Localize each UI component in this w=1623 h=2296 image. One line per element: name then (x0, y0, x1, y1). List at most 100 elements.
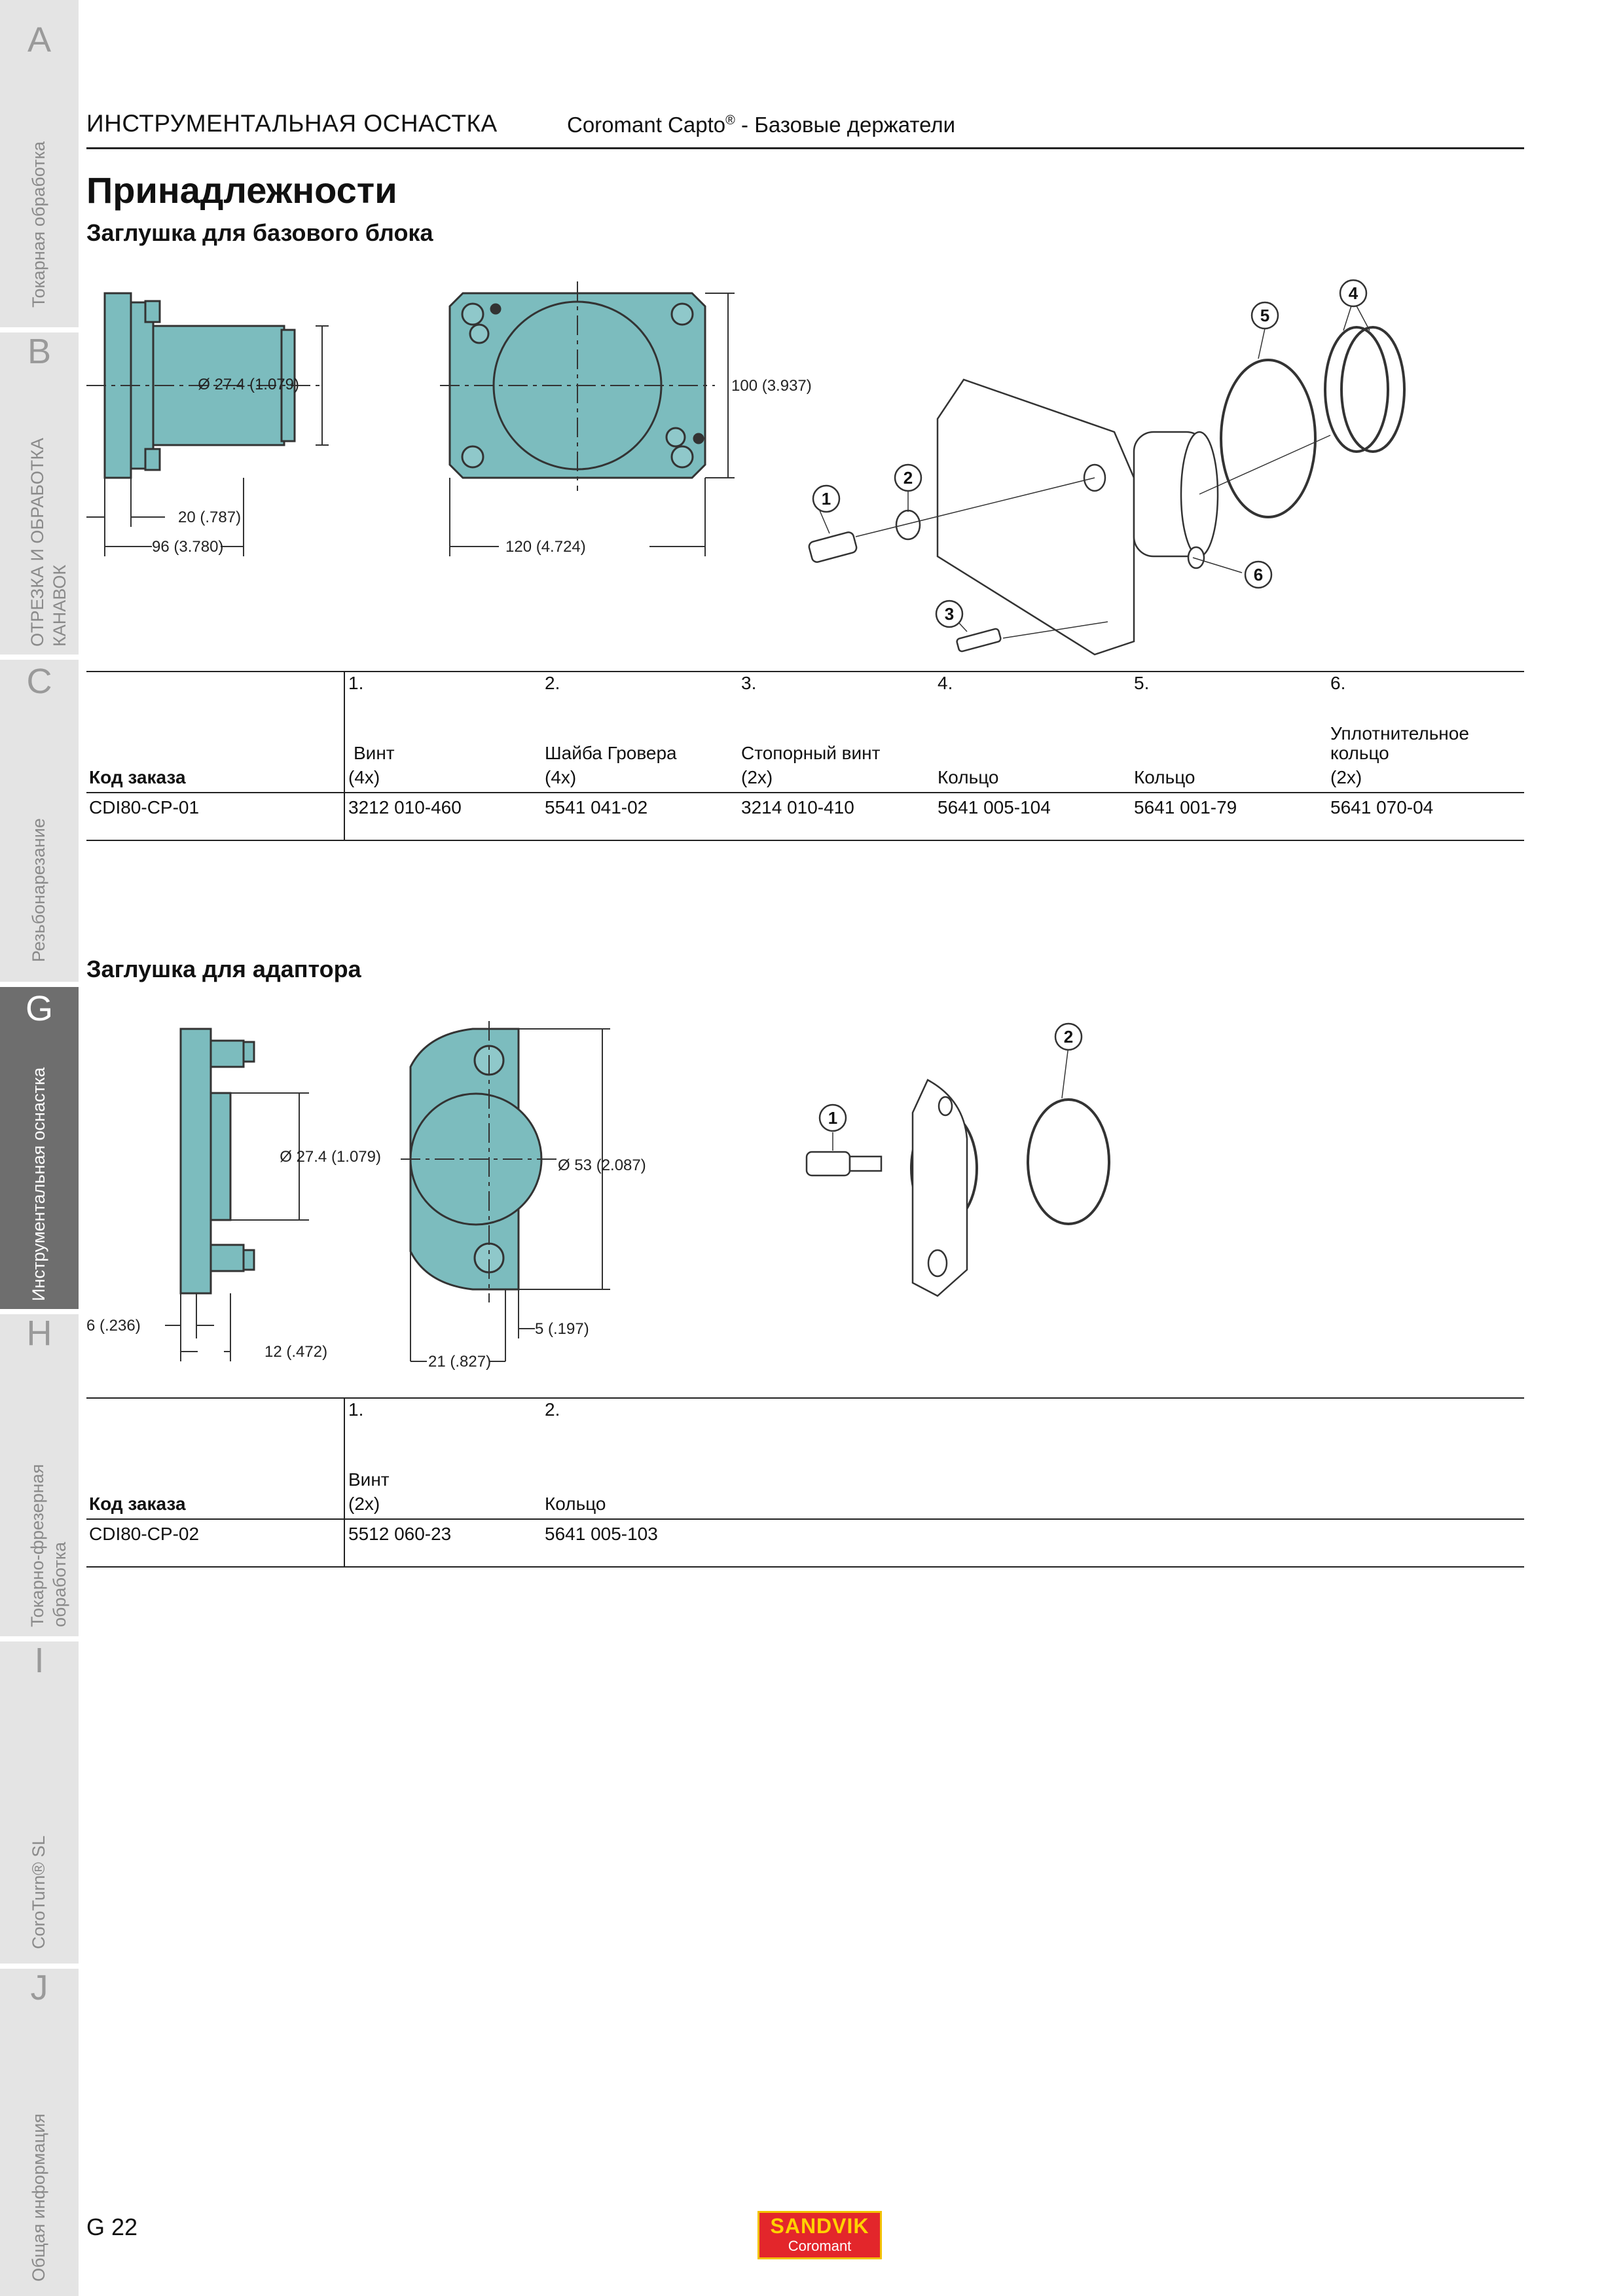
col-qty-5: Кольцо (1134, 767, 1195, 787)
tab-label: Инструментальная оснастка (29, 1067, 48, 1301)
col-name-6-line2: кольцо (1330, 743, 1389, 763)
header-section-name: ИНСТРУМЕНТАЛЬНАЯ ОСНАСТКА (86, 110, 498, 137)
tab-separator (0, 1964, 79, 1969)
table-bottom-rule (86, 840, 1524, 841)
tab-separator (0, 1636, 79, 1641)
row-value-5: 5641 001-79 (1134, 797, 1237, 817)
dim-width-120: 120 (4.724) (505, 538, 586, 556)
row-order-code[interactable]: CDI80-CP-02 (89, 1524, 200, 1544)
dim-length-96: 96 (3.780) (152, 538, 223, 556)
adapter-plug-drawing: Ø 27.4 (1.079) 6 (.236) 12 (.472) Ø 53 (… (86, 1021, 1110, 1371)
row-value-2: 5641 005-103 (545, 1524, 658, 1544)
table-bottom-rule (86, 1566, 1524, 1568)
col-num-5: 5. (1134, 673, 1150, 693)
page-number: G 22 (86, 2214, 138, 2240)
table-top-rule (86, 671, 1524, 672)
adapter-plug-exploded-view (805, 1079, 1110, 1297)
callouts-adapter-plug: 1 2 (818, 1022, 1083, 1132)
callout-6: 6 (1254, 565, 1263, 584)
header-subtitle: - Базовые держатели (735, 113, 956, 137)
header-rule (86, 147, 1524, 149)
tab-letter: J (30, 1968, 48, 2007)
callout-1: 1 (828, 1108, 837, 1128)
section-title-adapter-plug: Заглушка для адаптора (86, 956, 361, 982)
header-brand: Coromant Capto (567, 113, 726, 137)
col-name-1: Винт (348, 1469, 390, 1490)
col-name-6: Уплотнительное (1330, 723, 1469, 744)
row-value-2: 5541 041-02 (545, 797, 648, 817)
callout-4: 4 (1349, 283, 1359, 303)
tab-letter: C (26, 662, 52, 701)
order-code-header: Код заказа (89, 1494, 186, 1514)
base-plug-exploded-view (808, 326, 1406, 656)
dim-height-100: 100 (3.937) (731, 377, 812, 395)
col-num-1: 1. (348, 673, 364, 693)
tab-label: Общая информация (29, 2113, 48, 2282)
col-num-4: 4. (938, 673, 953, 693)
col-qty-1: (2x) (348, 1494, 380, 1514)
tab-separator (0, 1309, 79, 1314)
dim-length-6: 6 (.236) (86, 1317, 141, 1335)
col-qty-4: Кольцо (938, 767, 999, 787)
row-order-code[interactable]: CDI80-CP-01 (89, 797, 200, 817)
tab-label-line2: обработка (50, 1541, 69, 1627)
col-qty-6: (2x) (1330, 767, 1362, 787)
col-num-1: 1. (348, 1399, 364, 1420)
dim-length-21: 21 (.827) (428, 1353, 491, 1371)
tab-label-line2: КАНАВОК (50, 564, 69, 647)
base-plug-drawing: Ø 27.4 (1.079) 20 (.787) 96 (3.780) 100 … (86, 279, 1406, 656)
callout-3: 3 (945, 604, 954, 624)
dim-length-12: 12 (.472) (264, 1343, 327, 1361)
table-top-rule (86, 1397, 1524, 1399)
dim-diameter-53: Ø 53 (2.087) (558, 1157, 646, 1174)
col-name-3: Стопорный винт (741, 743, 881, 763)
col-num-6: 6. (1330, 673, 1346, 693)
section-title-base-plug: Заглушка для базового блока (86, 219, 433, 246)
table-column-divider (344, 671, 345, 841)
dim-diameter-27: Ø 27.4 (1.079) (280, 1148, 381, 1166)
tab-g[interactable]: G Инструментальная оснастка (0, 987, 79, 1309)
col-name-2: Шайба Гровера (545, 743, 677, 763)
col-name-1: Винт (354, 743, 395, 763)
tab-letter: I (34, 1641, 45, 1680)
table-header-rule (86, 792, 1524, 793)
tab-j[interactable]: J Общая информация (0, 1968, 79, 2296)
col-num-2: 2. (545, 673, 560, 693)
tab-letter: A (27, 20, 52, 60)
sandvik-coromant-logo: SANDVIK Coromant (757, 2211, 882, 2259)
table-header-rule (86, 1518, 1524, 1520)
header-product-line: Coromant Capto® - Базовые держатели (567, 113, 955, 137)
col-num-3: 3. (741, 673, 757, 693)
col-num-2: 2. (545, 1399, 560, 1420)
logo-subbrand: Coromant (788, 2238, 852, 2254)
tab-c[interactable]: C Резьбонарезание (0, 660, 79, 982)
tab-a[interactable]: A Токарная обработка (0, 0, 79, 327)
header-registered-mark: ® (725, 113, 735, 128)
tab-separator (0, 655, 79, 660)
tab-label: Токарная обработка (29, 141, 48, 308)
tab-i[interactable]: I CoroTurn® SL (0, 1641, 79, 1964)
dim-length-5: 5 (.197) (535, 1320, 589, 1338)
col-qty-1: (4x) (348, 767, 380, 787)
dim-length-20: 20 (.787) (178, 509, 241, 526)
row-value-1: 3212 010-460 (348, 797, 462, 817)
tab-letter: H (26, 1314, 52, 1353)
section-tab-sidebar: A Токарная обработка B ОТРЕЗКА И ОБРАБОТ… (0, 0, 79, 2296)
tab-label: Резьбонарезание (29, 818, 48, 962)
col-qty-2: (4x) (545, 767, 577, 787)
tab-h[interactable]: H Токарно-фрезерная обработка (0, 1314, 79, 1636)
callout-1: 1 (822, 489, 831, 509)
callout-2: 2 (1064, 1027, 1073, 1047)
order-code-header: Код заказа (89, 767, 186, 787)
row-value-1: 5512 060-23 (348, 1524, 452, 1544)
adapter-plug-side-view (179, 1028, 255, 1295)
tab-separator (0, 327, 79, 332)
tab-separator (0, 982, 79, 987)
callouts-base-plug: 1 2 3 4 5 6 (812, 279, 1368, 628)
adapter-plug-parts-table: 1. 2. Винт Код заказа (2x) Кольцо CDI80-… (86, 1397, 1524, 1569)
tab-label: CoroTurn® SL (29, 1835, 48, 1949)
tab-b[interactable]: B ОТРЕЗКА И ОБРАБОТКА КАНАВОК (0, 332, 79, 655)
callout-2: 2 (903, 468, 913, 488)
tab-label: Токарно-фрезерная (27, 1463, 47, 1627)
table-column-divider (344, 1397, 345, 1568)
